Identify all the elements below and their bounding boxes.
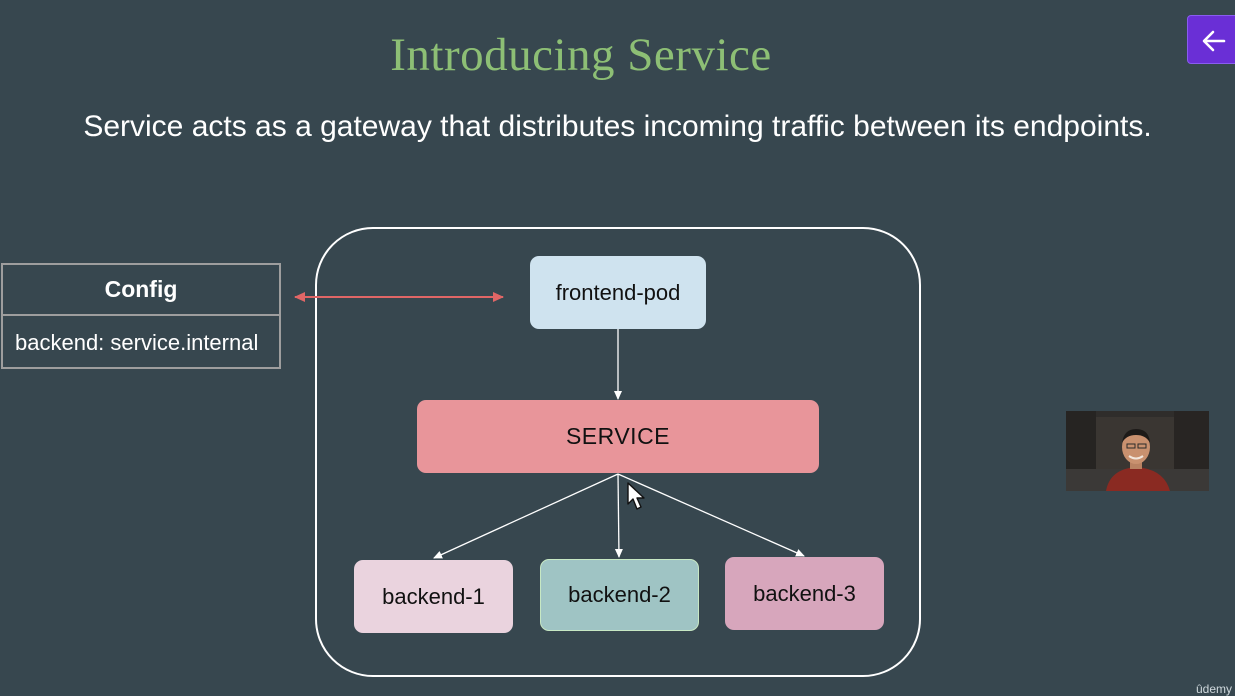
backend-1-node: backend-1 xyxy=(354,560,513,633)
presenter-webcam-image xyxy=(1066,411,1209,491)
backend-2-node: backend-2 xyxy=(540,559,699,631)
service-to-backend-3-arrow xyxy=(617,473,805,557)
service-to-backend-1-arrow xyxy=(433,473,619,559)
service-to-backend-2-arrow xyxy=(614,473,623,558)
config-row: backend: service.internal xyxy=(15,329,259,355)
udemy-watermark: ûdemy xyxy=(1196,682,1233,696)
presenter-webcam xyxy=(1066,411,1209,491)
config-table: Config backend: service.internal xyxy=(1,263,281,369)
mouse-pointer-icon xyxy=(627,482,645,510)
config-header: Config xyxy=(3,265,279,316)
back-button[interactable] xyxy=(1187,15,1235,64)
slide-title: Introducing Service xyxy=(390,29,772,81)
service-node: SERVICE xyxy=(417,400,819,473)
backend-3-node: backend-3 xyxy=(725,557,884,630)
arrow-left-icon xyxy=(1202,30,1226,52)
cluster-boundary xyxy=(315,227,921,677)
frontend-pod-node: frontend-pod xyxy=(530,256,706,329)
slide-subtitle: Service acts as a gateway that distribut… xyxy=(83,110,1152,143)
